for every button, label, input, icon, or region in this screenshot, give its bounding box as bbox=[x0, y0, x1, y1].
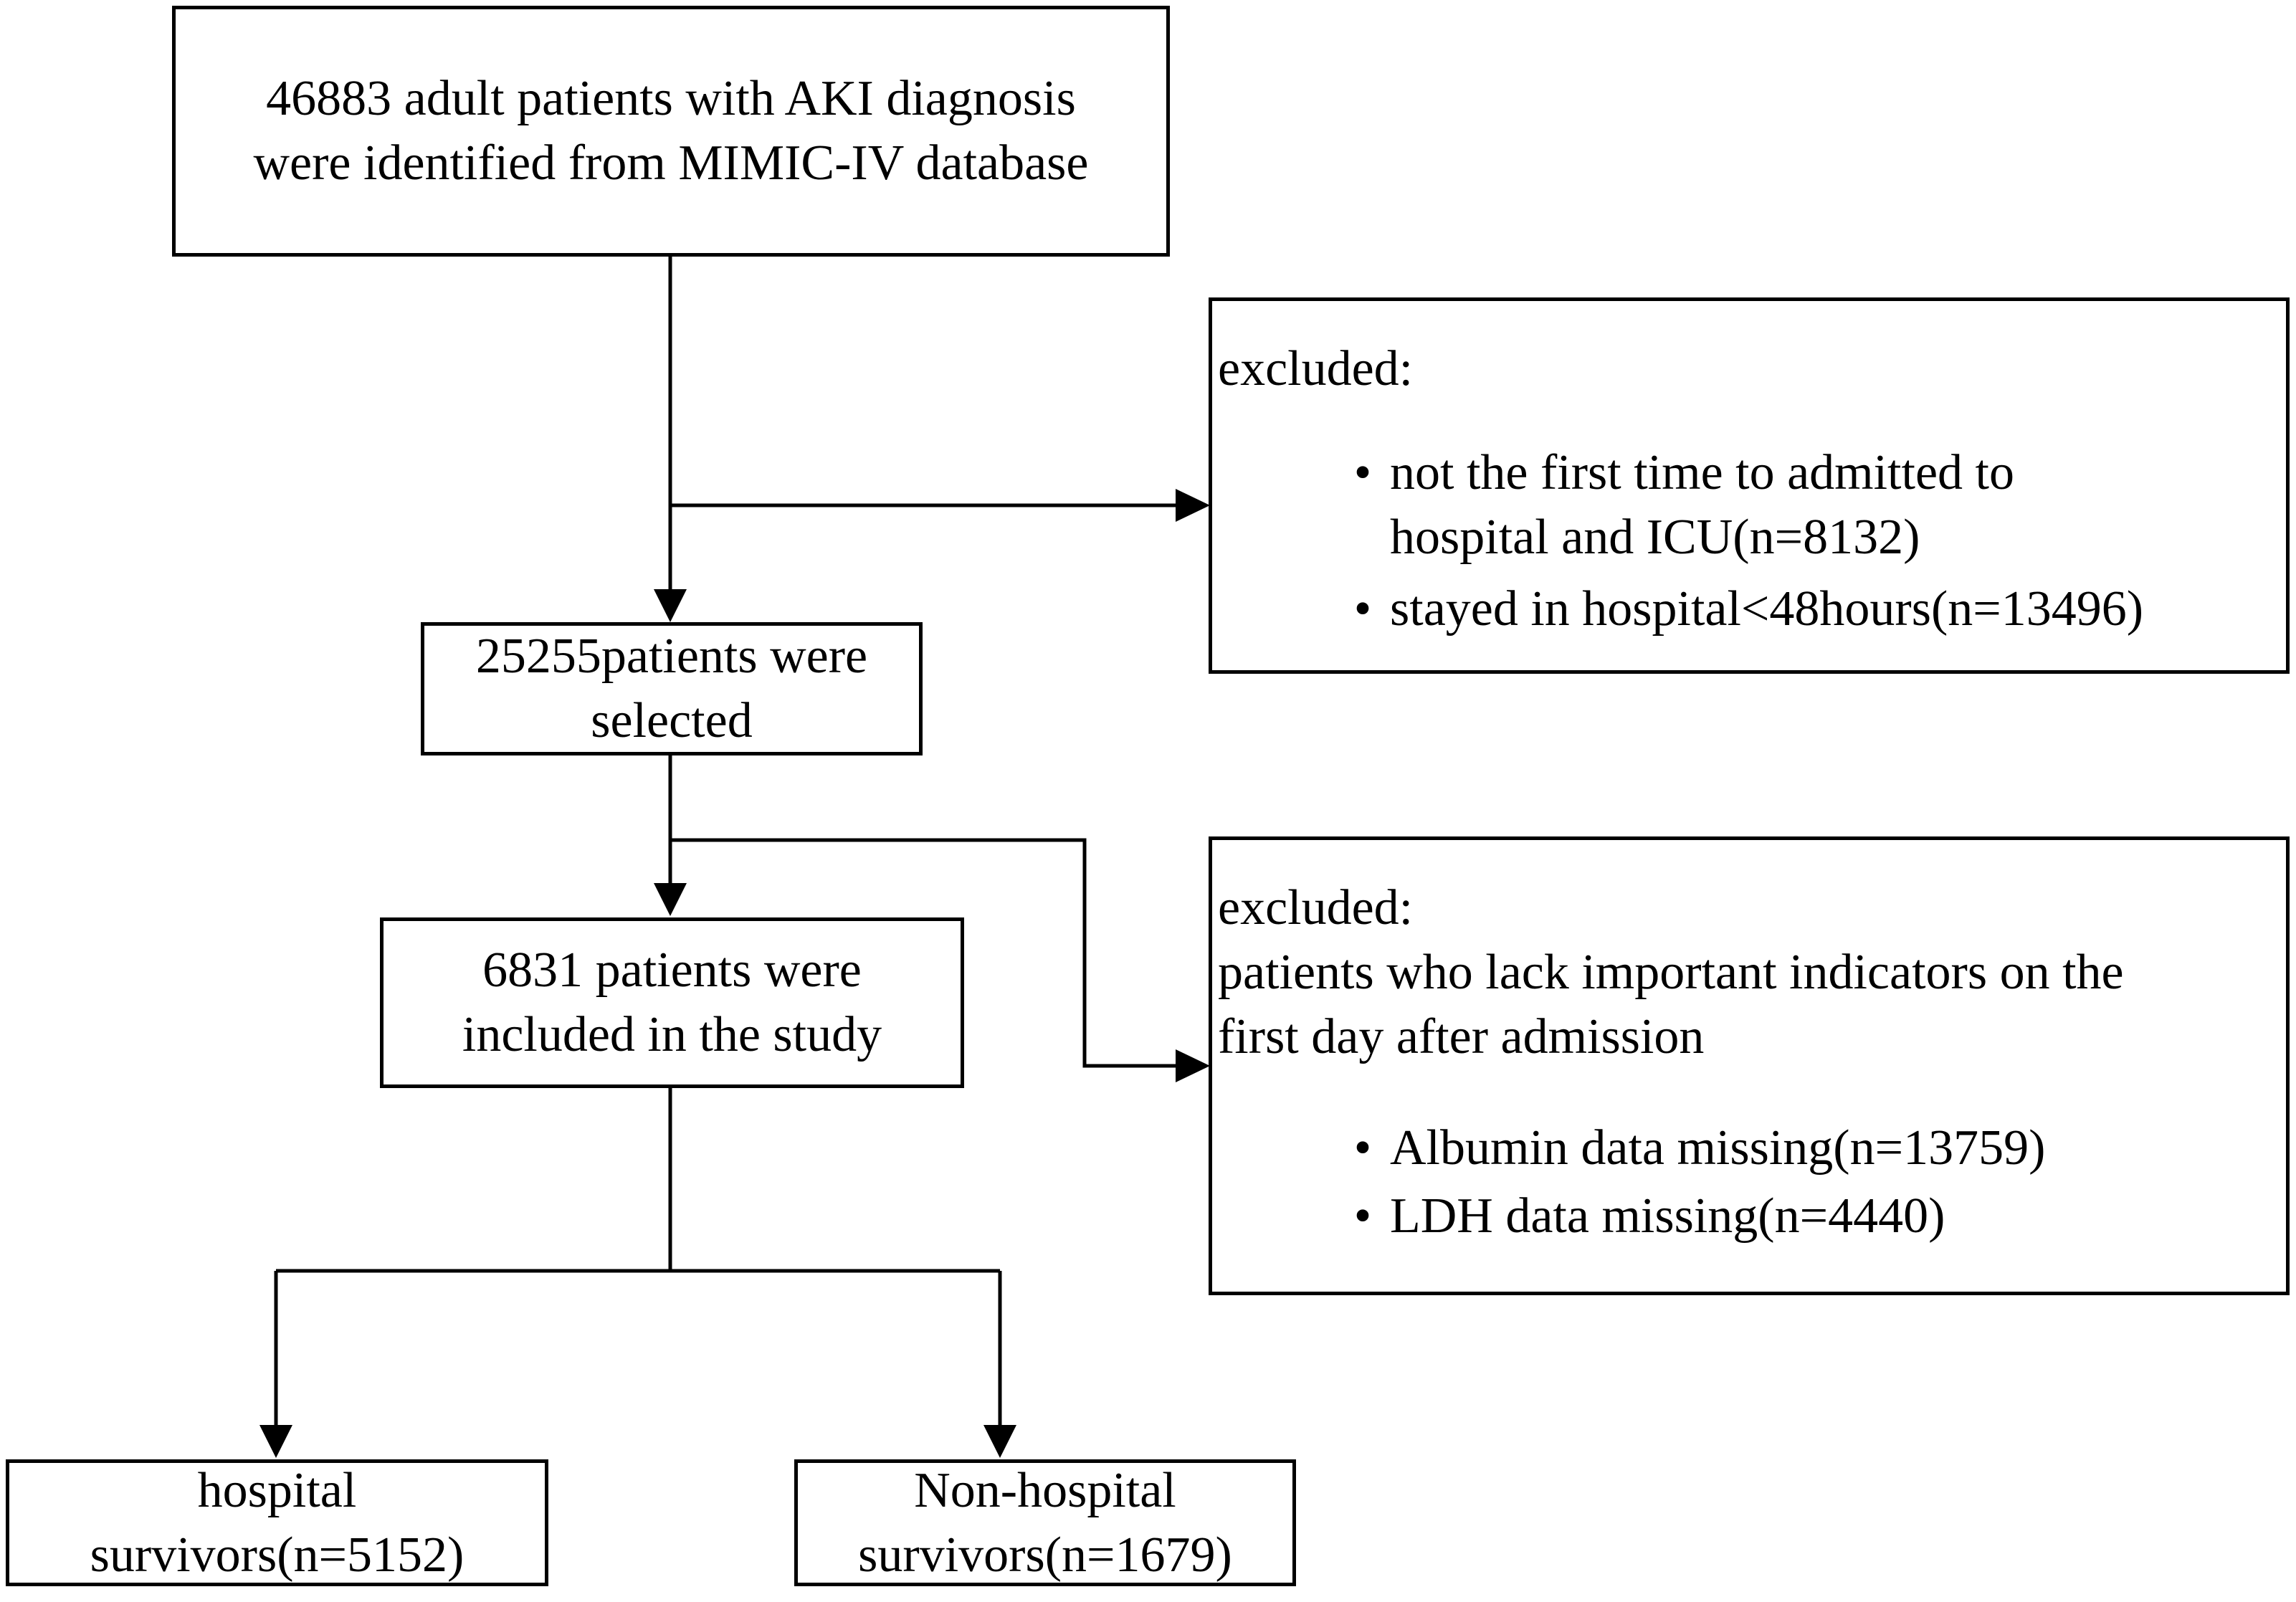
exclusion-1-item: • stayed in hospital<48hours(n=13496) bbox=[1354, 577, 2286, 642]
exclusion-2-description-line-1: patients who lack important indicators o… bbox=[1218, 945, 2124, 1000]
arrowhead-to-survivors bbox=[259, 1425, 292, 1458]
exclusion-2-description-line-2: first day after admission bbox=[1218, 1009, 1705, 1064]
connector-to-exclusion-2 bbox=[670, 838, 1183, 1068]
bullet-icon: • bbox=[1353, 445, 1372, 500]
non-survivors-line-2: survivors(n=1679) bbox=[858, 1527, 1232, 1583]
arrowhead-to-selected bbox=[654, 589, 687, 622]
exclusion-2-item-1: Albumin data missing(n=13759) bbox=[1390, 1120, 2046, 1176]
arrowhead-to-exclusion-1 bbox=[1176, 489, 1210, 522]
exclusion-2-item: • LDH data missing(n=4440) bbox=[1354, 1184, 2286, 1249]
exclusion-2-item-2: LDH data missing(n=4440) bbox=[1390, 1188, 1945, 1244]
included-line-2: included in the study bbox=[462, 1007, 882, 1062]
survivors-line-1: hospital bbox=[197, 1462, 357, 1518]
exclusion-2-list: • Albumin data missing(n=13759) • LDH da… bbox=[1218, 1116, 2286, 1249]
non-survivors-line-1: Non-hospital bbox=[914, 1462, 1176, 1518]
selected-patients-box: 25255patients were selected bbox=[421, 622, 923, 755]
arrowhead-to-exclusion-2 bbox=[1176, 1049, 1210, 1082]
identified-patients-box: 46883 adult patients with AKI diagnosis … bbox=[172, 6, 1170, 257]
arrowhead-to-included bbox=[654, 883, 687, 916]
non-hospital-survivors-box: Non-hospital survivors(n=1679) bbox=[794, 1459, 1296, 1586]
included-patients-box: 6831 patients were included in the study bbox=[380, 917, 964, 1088]
hospital-survivors-box: hospital survivors(n=5152) bbox=[6, 1459, 548, 1586]
exclusion-2-heading: excluded: bbox=[1218, 880, 1414, 935]
exclusion-1-heading: excluded: bbox=[1218, 341, 1414, 396]
exclusion-box-2: excluded: patients who lack important in… bbox=[1209, 836, 2290, 1295]
exclusion-1-item-2-line-1: stayed in hospital<48hours(n=13496) bbox=[1390, 581, 2144, 636]
exclusion-box-1: excluded: • not the first time to admitt… bbox=[1209, 297, 2290, 674]
exclusion-2-item: • Albumin data missing(n=13759) bbox=[1354, 1116, 2286, 1181]
survivors-line-2: survivors(n=5152) bbox=[90, 1527, 465, 1583]
bullet-icon: • bbox=[1353, 1120, 1372, 1176]
exclusion-1-item: • not the first time to admitted to hosp… bbox=[1354, 441, 2286, 570]
identified-line-2: were identified from MIMIC-IV database bbox=[253, 135, 1089, 191]
exclusion-1-item-1-line-2: hospital and ICU(n=8132) bbox=[1390, 510, 1920, 565]
arrowhead-to-non-survivors bbox=[983, 1425, 1016, 1458]
selected-line-2: selected bbox=[591, 693, 753, 748]
bullet-icon: • bbox=[1353, 581, 1372, 636]
included-line-1: 6831 patients were bbox=[482, 943, 862, 998]
identified-line-1: 46883 adult patients with AKI diagnosis bbox=[266, 71, 1076, 126]
exclusion-1-list: • not the first time to admitted to hosp… bbox=[1218, 441, 2286, 642]
selected-line-1: 25255patients were bbox=[475, 629, 868, 684]
exclusion-1-item-1-line-1: not the first time to admitted to bbox=[1390, 445, 2014, 500]
bullet-icon: • bbox=[1353, 1188, 1372, 1244]
